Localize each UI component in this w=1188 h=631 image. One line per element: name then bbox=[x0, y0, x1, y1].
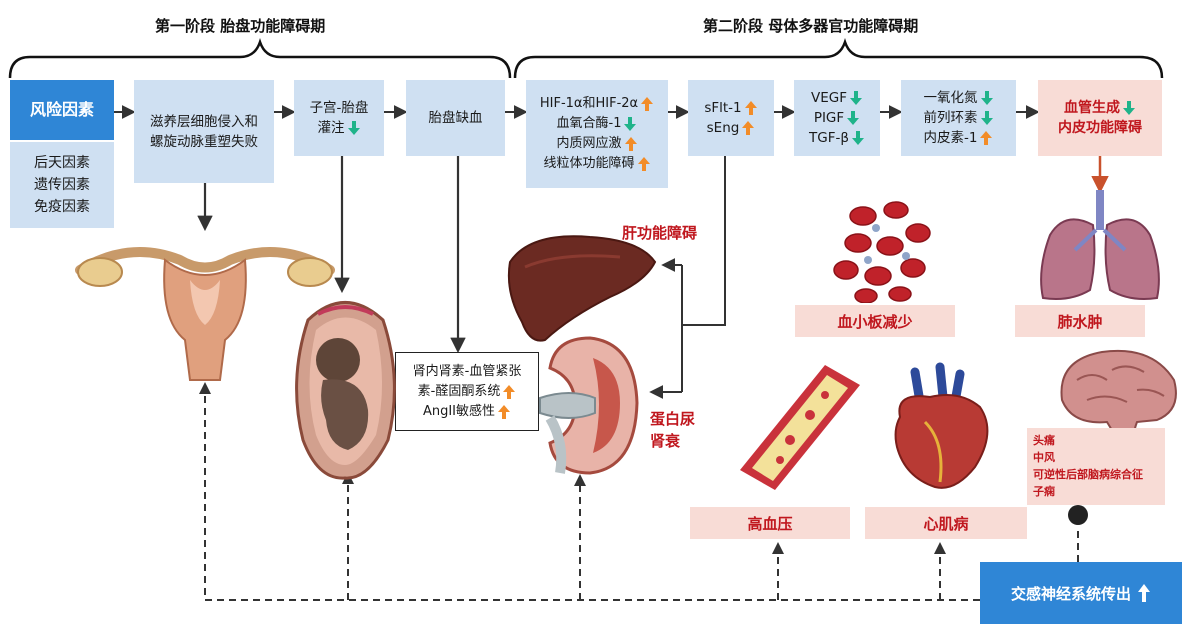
angio-line1: 血管生成 bbox=[1064, 100, 1120, 116]
lung-label: 肺水肿 bbox=[1015, 305, 1145, 337]
sflt-line1: sFlt-1 bbox=[704, 100, 742, 116]
hif-line4: 线粒体功能障碍 bbox=[543, 156, 635, 171]
risk-item-immune: 免疫因素 bbox=[34, 199, 90, 215]
arrow-up-icon bbox=[1138, 584, 1150, 602]
hif-line2: 血氧合酶-1 bbox=[556, 116, 622, 131]
risk-item-acquired: 后天因素 bbox=[34, 155, 90, 171]
arrow-down-icon bbox=[980, 110, 994, 126]
arrow-up-icon bbox=[744, 100, 758, 116]
brain-stroke: 中风 bbox=[1033, 451, 1055, 464]
arrow-down-icon bbox=[980, 90, 994, 106]
ischemia-box: 胎盘缺血 bbox=[406, 80, 505, 156]
arrow-down-icon bbox=[851, 130, 865, 146]
fetus-icon bbox=[295, 301, 396, 480]
arrow-up-icon bbox=[979, 130, 993, 146]
no-line2: 前列环素 bbox=[923, 110, 978, 126]
sflt-line2: sEng bbox=[706, 120, 740, 136]
kidney-label-proteinuria: 蛋白尿 bbox=[650, 410, 696, 428]
hif-box: HIF-1α和HIF-2α 血氧合酶-1 内质网应激 线粒体功能障碍 bbox=[526, 80, 668, 188]
sflt-box: sFlt-1 sEng bbox=[688, 80, 774, 156]
raas-line2: 素-醛固酮系统 bbox=[417, 383, 501, 399]
brain-pres: 可逆性后部脑病综合征 bbox=[1033, 468, 1143, 481]
no-line3: 内皮素-1 bbox=[923, 130, 978, 146]
perfusion-line2: 灌注 bbox=[317, 120, 345, 136]
arrow-down-icon bbox=[1122, 100, 1136, 116]
vegf-box: VEGF PIGF TGF-β bbox=[794, 80, 880, 156]
arrow-down-icon bbox=[623, 116, 637, 132]
brain-icon bbox=[1060, 349, 1177, 449]
angiogenesis-box: 血管生成 内皮功能障碍 bbox=[1038, 80, 1162, 156]
brain-eclampsia: 子痫 bbox=[1033, 485, 1055, 498]
arrow-up-icon bbox=[624, 136, 638, 152]
hif-line1: HIF-1α和HIF-2α bbox=[539, 96, 639, 111]
kidney-label: 蛋白尿 肾衰 bbox=[650, 408, 695, 452]
arrow-up-icon bbox=[741, 120, 755, 136]
kidney-icon bbox=[539, 336, 639, 475]
vegf-line1: VEGF bbox=[811, 90, 847, 106]
kidney-label-failure: 肾衰 bbox=[650, 432, 681, 450]
brain-headache: 头痛 bbox=[1033, 434, 1055, 447]
trophoblast-line1: 滋养层细胞侵入和 bbox=[150, 113, 258, 130]
trophoblast-line2: 螺旋动脉重塑失败 bbox=[150, 133, 258, 150]
arrow-up-icon bbox=[637, 156, 651, 172]
phase1-title: 第一阶段 胎盘功能障碍期 bbox=[155, 17, 326, 35]
uterus-icon bbox=[75, 247, 335, 381]
sympathetic-label: 交感神经系统传出 bbox=[1010, 584, 1131, 603]
angio-line2: 内皮功能障碍 bbox=[1058, 120, 1142, 136]
heart-icon bbox=[894, 362, 989, 489]
risk-title: 风险因素 bbox=[10, 80, 114, 140]
vegf-line3: TGF-β bbox=[809, 130, 849, 146]
raas-line1: 肾内肾素-血管紧张 bbox=[412, 363, 522, 379]
platelets-icon bbox=[833, 201, 931, 303]
arrow-down-icon bbox=[347, 120, 361, 136]
liver-label: 肝功能障碍 bbox=[622, 224, 698, 242]
no-box: 一氧化氮 前列环素 内皮素-1 bbox=[901, 80, 1016, 156]
raas-box: 肾内肾素-血管紧张 素-醛固酮系统 AngII敏感性 bbox=[395, 352, 539, 431]
heart-label: 心肌病 bbox=[865, 507, 1027, 539]
arrow-down-icon bbox=[849, 90, 863, 106]
no-line1: 一氧化氮 bbox=[923, 90, 978, 106]
lungs-icon bbox=[1040, 190, 1160, 300]
perfusion-box: 子宫-胎盘 灌注 bbox=[294, 80, 384, 156]
arrow-up-icon bbox=[497, 404, 511, 420]
liver-icon bbox=[507, 235, 657, 342]
arrow-up-icon bbox=[502, 384, 516, 400]
brain-label: 头痛 中风 可逆性后部脑病综合征 子痫 bbox=[1027, 428, 1165, 505]
artery-icon bbox=[740, 365, 860, 490]
vegf-line2: PIGF bbox=[813, 110, 845, 126]
risk-item-genetic: 遗传因素 bbox=[34, 177, 90, 193]
perfusion-line1: 子宫-胎盘 bbox=[309, 100, 369, 116]
risk-items: 后天因素 遗传因素 免疫因素 bbox=[10, 142, 114, 228]
arrow-down-icon bbox=[846, 110, 860, 126]
platelet-label: 血小板减少 bbox=[795, 305, 955, 337]
hif-line3: 内质网应激 bbox=[556, 136, 622, 151]
arrow-up-icon bbox=[640, 96, 654, 112]
trophoblast-box: 滋养层细胞侵入和 螺旋动脉重塑失败 bbox=[134, 80, 274, 183]
sympathetic-box: 交感神经系统传出 bbox=[980, 562, 1182, 624]
htn-label: 高血压 bbox=[690, 507, 850, 539]
phase2-title: 第二阶段 母体多器官功能障碍期 bbox=[703, 17, 919, 35]
raas-line3: AngII敏感性 bbox=[422, 403, 496, 419]
